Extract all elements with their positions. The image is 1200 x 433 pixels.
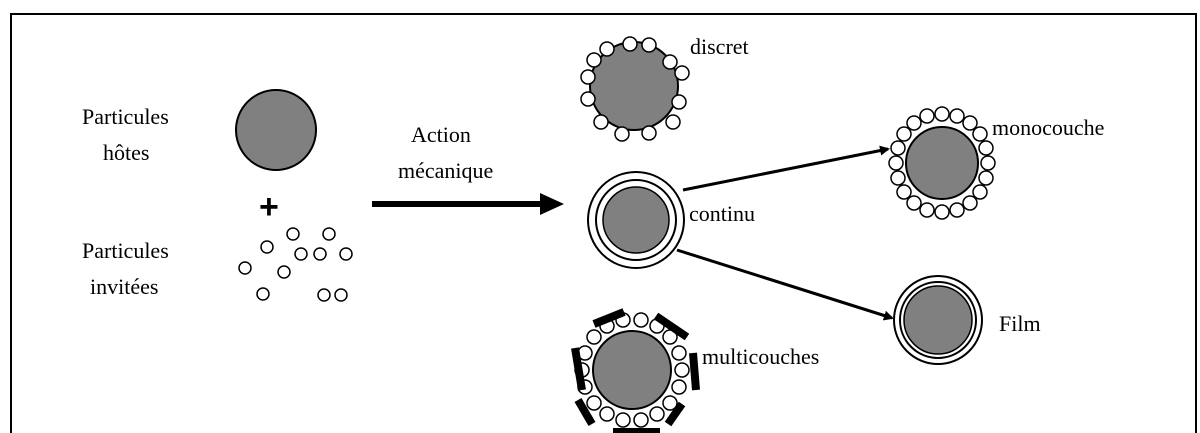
film-particle xyxy=(893,275,983,365)
guest-particle xyxy=(322,227,336,241)
multilayer-label: multicouches xyxy=(702,344,819,369)
guest-label-line2: invitées xyxy=(90,274,158,299)
guest-particle xyxy=(339,247,353,261)
guest-particle xyxy=(317,288,331,302)
host-particle xyxy=(235,89,317,171)
frame-border xyxy=(10,13,1197,433)
main-arrow-head xyxy=(540,193,564,215)
guest-particle xyxy=(334,288,348,302)
monolayer-particle xyxy=(888,106,996,220)
host-label-line1: Particules xyxy=(82,104,169,129)
guest-particle xyxy=(286,227,300,241)
action-label-line2: mécanique xyxy=(398,158,493,183)
guest-particle xyxy=(294,247,308,261)
guest-particle xyxy=(260,240,274,254)
action-label-line1: Action xyxy=(411,122,471,147)
host-label-line2: hôtes xyxy=(103,140,149,165)
guest-particles xyxy=(238,227,353,302)
plus-sign: + xyxy=(259,188,279,226)
guest-particle xyxy=(238,261,252,275)
guest-particle xyxy=(256,287,270,301)
discrete-label: discret xyxy=(690,34,749,59)
continuous-label: continu xyxy=(689,201,755,226)
monolayer-label: monocouche xyxy=(992,115,1104,140)
guest-particle xyxy=(313,247,327,261)
continuous-particle xyxy=(587,171,685,269)
multilayer-particle xyxy=(571,308,700,433)
discrete-particle xyxy=(580,36,690,142)
arrow-to-film xyxy=(676,248,894,321)
arrow-to-monolayer xyxy=(682,145,890,192)
guest-label-line1: Particules xyxy=(82,238,169,263)
guest-particle xyxy=(277,265,291,279)
film-label: Film xyxy=(999,311,1041,336)
